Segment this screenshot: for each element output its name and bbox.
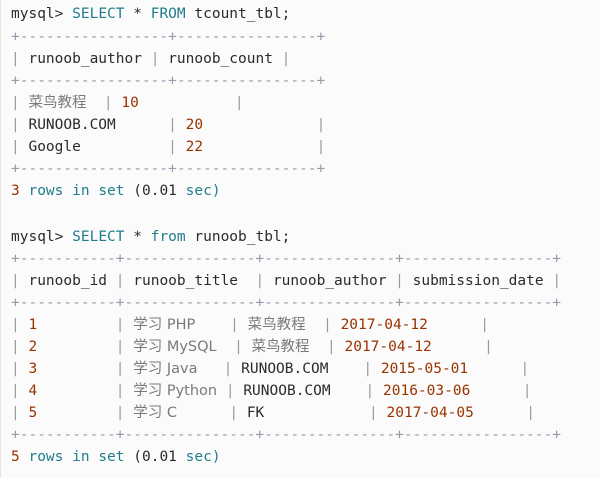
keyword-select: SELECT [72, 229, 125, 245]
result-summary: 3 rows in set (0.01 sec) [11, 183, 221, 199]
column-header: runoob_author [28, 51, 142, 67]
table-cell: Google [28, 139, 81, 155]
table-border: +-----------+---------------+-----------… [11, 295, 561, 311]
table-border: +-----------------+----------------+ [11, 161, 326, 177]
column-header: runoob_id [28, 273, 108, 289]
table-cell: RUNOOB.COM [28, 117, 116, 133]
table-cell: RUNOOB.COM [241, 361, 329, 377]
table-cell: 学习 PHP [133, 317, 196, 333]
query2-command: mysql> SELECT * from runoob_tbl; [11, 226, 290, 248]
table-cell: 2016-03-06 [383, 383, 471, 399]
table-cell: 菜鸟教程 [251, 339, 310, 355]
result-summary: 5 rows in set (0.01 sec) [11, 449, 221, 465]
table-name: tcount_tbl; [194, 6, 291, 22]
table-cell: 2015-05-01 [380, 361, 469, 377]
table-cell: 学习 Python [133, 383, 218, 399]
table-row: | 2 | 学习 MySQL | 菜鸟教程 | 2017-04-12 | [11, 339, 493, 355]
keyword-from: FROM [150, 6, 186, 22]
table-row: | 菜鸟教程 | 10 | [11, 95, 244, 111]
column-header: runoob_title [133, 273, 239, 289]
table-cell: 学习 C [133, 405, 177, 421]
table-border: +-----------+---------------+-----------… [11, 427, 561, 443]
table-cell: 1 [28, 317, 38, 333]
table-cell: 菜鸟教程 [28, 95, 87, 111]
prompt: mysql> [11, 6, 64, 22]
table-border: +-----------------+----------------+ [11, 73, 326, 89]
table-name: runoob_tbl; [194, 229, 291, 245]
table-header: | runoob_author | runoob_count | [11, 51, 291, 67]
table-row: | 4 | 学习 Python | RUNOOB.COM | 2016-03-0… [11, 383, 532, 399]
table-cell: 4 [28, 383, 38, 399]
table-cell: 学习 Java [133, 361, 198, 377]
column-header: runoob_count [168, 51, 273, 67]
table-cell: 10 [121, 95, 139, 111]
table-cell: 22 [185, 139, 204, 155]
column-header: submission_date [412, 273, 544, 289]
table-row: | 1 | 学习 PHP | 菜鸟教程 | 2017-04-12 | [11, 317, 489, 333]
prompt: mysql> [11, 229, 64, 245]
table-cell: 2017-04-05 [386, 405, 474, 421]
table-header: | runoob_id | runoob_title | runoob_auth… [11, 273, 562, 289]
table-cell: RUNOOB.COM [243, 383, 331, 399]
star: * [133, 6, 142, 22]
query1-command: mysql> SELECT * FROM tcount_tbl; [11, 3, 290, 25]
table-row: | RUNOOB.COM | 20 | [11, 117, 326, 133]
table-border: +-----------------+----------------+ [11, 29, 326, 45]
keyword-from: from [150, 229, 186, 245]
star: * [133, 229, 142, 245]
table-cell: 20 [185, 117, 204, 133]
table-cell: 学习 MySQL [133, 339, 217, 355]
table-row: | Google | 22 | [11, 139, 326, 155]
table-cell: 3 [28, 361, 38, 377]
table-cell: 2017-04-12 [340, 317, 428, 333]
keyword-select: SELECT [72, 6, 125, 22]
table-cell: FK [246, 405, 265, 421]
table-row: | 5 | 学习 C | FK | 2017-04-05 | [11, 405, 535, 421]
table-cell: 2 [28, 339, 38, 355]
table-cell: 2017-04-12 [344, 339, 432, 355]
table-border: +-----------+---------------+-----------… [11, 251, 561, 267]
table-row: | 3 | 学习 Java | RUNOOB.COM | 2015-05-01 … [11, 361, 530, 377]
table-cell: 菜鸟教程 [247, 317, 306, 333]
table-cell: 5 [28, 405, 38, 421]
column-header: runoob_author [272, 273, 387, 289]
